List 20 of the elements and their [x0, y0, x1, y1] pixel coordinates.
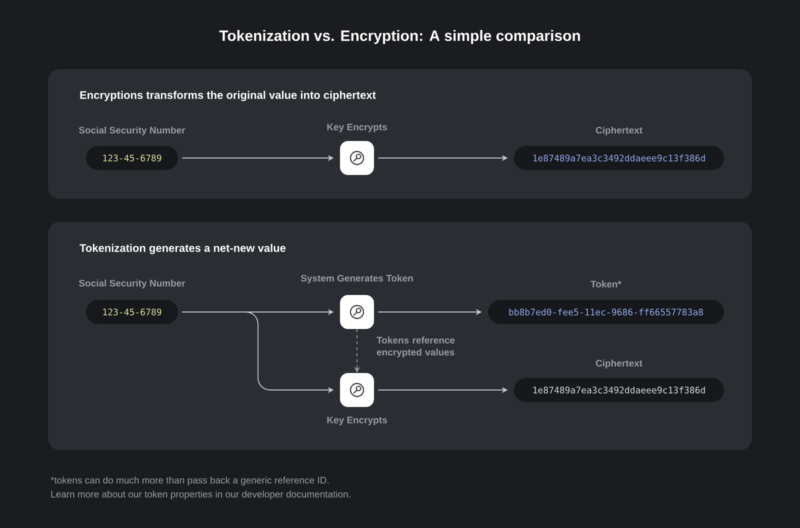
- footnote: *tokens can do much more than pass back a generic reference ID.: [50, 476, 328, 486]
- title: Tokenization vs. Encryption: A simple comparison: [219, 30, 580, 44]
- footnote: Learn more about our token properties in our developer documentation.: [51, 490, 350, 500]
- node-caption: Key Encrypts: [327, 416, 387, 426]
- node-caption: Social Security Number: [78, 126, 186, 136]
- node-caption: Social Security Number: [78, 280, 186, 288]
- key-box: [340, 141, 374, 175]
- node-caption: Ciphertext: [596, 360, 642, 368]
- node-caption: Ciphertext: [596, 126, 642, 136]
- edge-label: Tokens reference encrypted values: [376, 336, 455, 358]
- key-box: [340, 373, 374, 407]
- value-pill: 123-45-6789: [86, 300, 178, 324]
- value-pill: 1e87489a7ea3c3492ddaeee9c13f386d: [514, 146, 724, 170]
- node-caption: Key Encrypts: [327, 124, 387, 132]
- value-pill: bb8b7ed0-fee5-11ec-9686-ff66557783a8: [488, 300, 724, 324]
- node-caption: Token*: [590, 280, 622, 288]
- key-box: [340, 295, 374, 329]
- node-caption: System Generates Token: [300, 274, 413, 284]
- value-pill: 123-45-6789: [86, 146, 178, 170]
- value-pill: 1e87489a7ea3c3492ddaeee9c13f386d: [514, 378, 724, 402]
